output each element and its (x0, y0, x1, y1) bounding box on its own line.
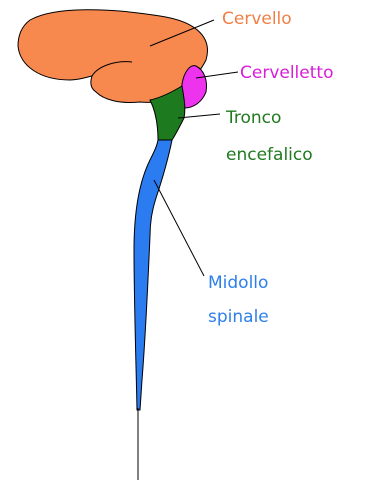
label-cervelletto: Cervelletto (240, 63, 333, 83)
label-midollo-line2: spinale (208, 307, 269, 327)
midollo-leader-line (154, 180, 204, 276)
label-tronco-line2: encefalico (226, 145, 313, 165)
label-cervello: Cervello (222, 9, 292, 29)
label-tronco-line1: Tronco (225, 108, 281, 128)
label-midollo-line1: Midollo (208, 273, 268, 293)
midollo-shape (134, 140, 172, 410)
